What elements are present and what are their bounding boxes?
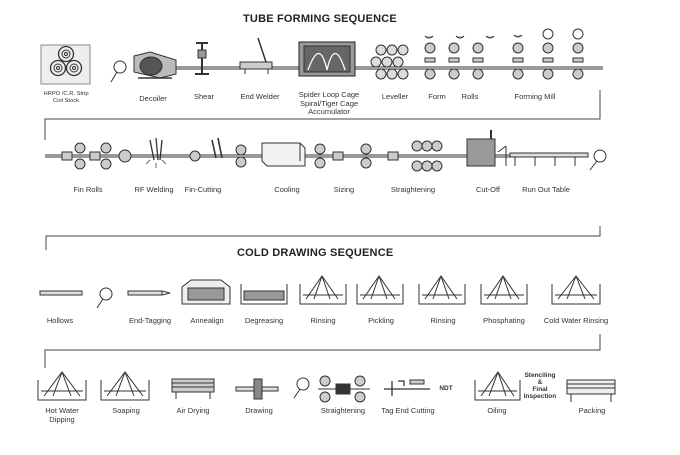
phosphating-tank-icon: [480, 275, 528, 305]
soaping-tank-icon: [100, 371, 150, 401]
label-hollows: Hollows: [46, 316, 74, 325]
rinsing-tank-2-icon: [418, 275, 466, 305]
label-packing: Packing: [578, 406, 606, 415]
label-forming-mill: Forming Mill: [514, 92, 556, 101]
label-fin-cutting: Fin-Cutting: [184, 185, 222, 194]
label-form: Form: [428, 92, 446, 101]
degreasing-tank-icon: [240, 284, 288, 305]
label-rf-welding: RF Welding: [134, 185, 174, 194]
label-phosphating: Phosphating: [483, 316, 525, 325]
label-straightening-1: Straightening: [390, 185, 436, 194]
label-degreasing: Degreasing: [244, 316, 284, 325]
flow-connector-2: [45, 226, 601, 250]
hot-water-tank-icon: [37, 371, 87, 401]
rinsing-tank-icon: [299, 275, 347, 305]
label-tag-end-cutting: Tag End Cutting: [381, 406, 435, 415]
pickling-tank-icon: [356, 275, 404, 305]
label-cold-water-rinsing: Cold Water Rinsing: [543, 316, 609, 325]
label-sizing: Sizing: [333, 185, 355, 194]
label-ndt: NDT: [439, 385, 453, 392]
label-leveller: Leveller: [381, 92, 409, 101]
tag-end-cutter-icon: [384, 379, 430, 396]
drawing-die-icon: [235, 378, 279, 400]
label-fin-rolls: Fin Rolls: [73, 185, 103, 194]
form-rolls-icon: [424, 42, 484, 80]
cold-water-rinsing-tank-icon: [551, 275, 601, 305]
decoiler-icon: [133, 51, 177, 79]
reel-icon: [96, 287, 113, 309]
label-rolls: Rolls: [461, 92, 479, 101]
fin-cutting-icon: [189, 137, 223, 162]
shear-icon: [195, 42, 209, 75]
take-up-reel-icon: [589, 149, 607, 171]
straightening-rolls-icon: [387, 140, 443, 172]
label-run-out-table: Run Out Table: [522, 185, 570, 194]
label-straightening-2: Straightening: [320, 406, 366, 415]
label-drawing: Drawing: [245, 406, 273, 415]
rf-welding-icon: [118, 137, 167, 168]
tube-forming-title: TUBE FORMING SEQUENCE: [243, 13, 397, 25]
label-end-tagging: End-Tagging: [128, 316, 172, 325]
label-annealign: Annealign: [190, 316, 224, 325]
oiling-tank-icon: [474, 371, 521, 401]
label-oiling: Oiling: [487, 406, 507, 415]
flow-connector-3: [44, 334, 601, 368]
cooling-icon: [235, 142, 306, 168]
fin-rolls-icon: [61, 142, 112, 170]
label-end-welder: End Welder: [240, 92, 280, 101]
label-soaping: Soaping: [112, 406, 140, 415]
straightener-icon: [318, 375, 370, 403]
leveller-rolls-icon: [370, 44, 409, 80]
label-cooling: Cooling: [274, 185, 300, 194]
label-rinsing-1: Rinsing: [310, 316, 336, 325]
flow-connector-1: [44, 90, 601, 140]
coil-stock-icon: [40, 44, 91, 85]
forming-mill-icon: [424, 28, 584, 80]
cold-drawing-title: COLD DRAWING SEQUENCE: [237, 247, 394, 259]
annealing-furnace-icon: [181, 279, 231, 305]
end-tagging-icon: [127, 290, 171, 296]
air-drying-rack-icon: [171, 378, 215, 399]
sizing-icon: [314, 143, 372, 169]
packing-bundle-icon: [566, 379, 616, 402]
label-cut-off: Cut-Off: [475, 185, 501, 194]
payoff-reel-icon: [110, 60, 127, 83]
label-pickling: Pickling: [368, 316, 394, 325]
run-out-table-icon: [509, 152, 589, 166]
label-shear: Shear: [193, 92, 215, 101]
end-welder-icon: [239, 37, 273, 74]
accumulator-icon: [298, 41, 356, 77]
hollows-icon: [39, 290, 83, 296]
label-decoiler: Decoiler: [139, 94, 167, 103]
cut-off-machine-icon: [466, 130, 507, 167]
label-rinsing-2: Rinsing: [430, 316, 456, 325]
label-air-drying: Air Drying: [176, 406, 210, 415]
reel-2-icon: [293, 377, 310, 399]
